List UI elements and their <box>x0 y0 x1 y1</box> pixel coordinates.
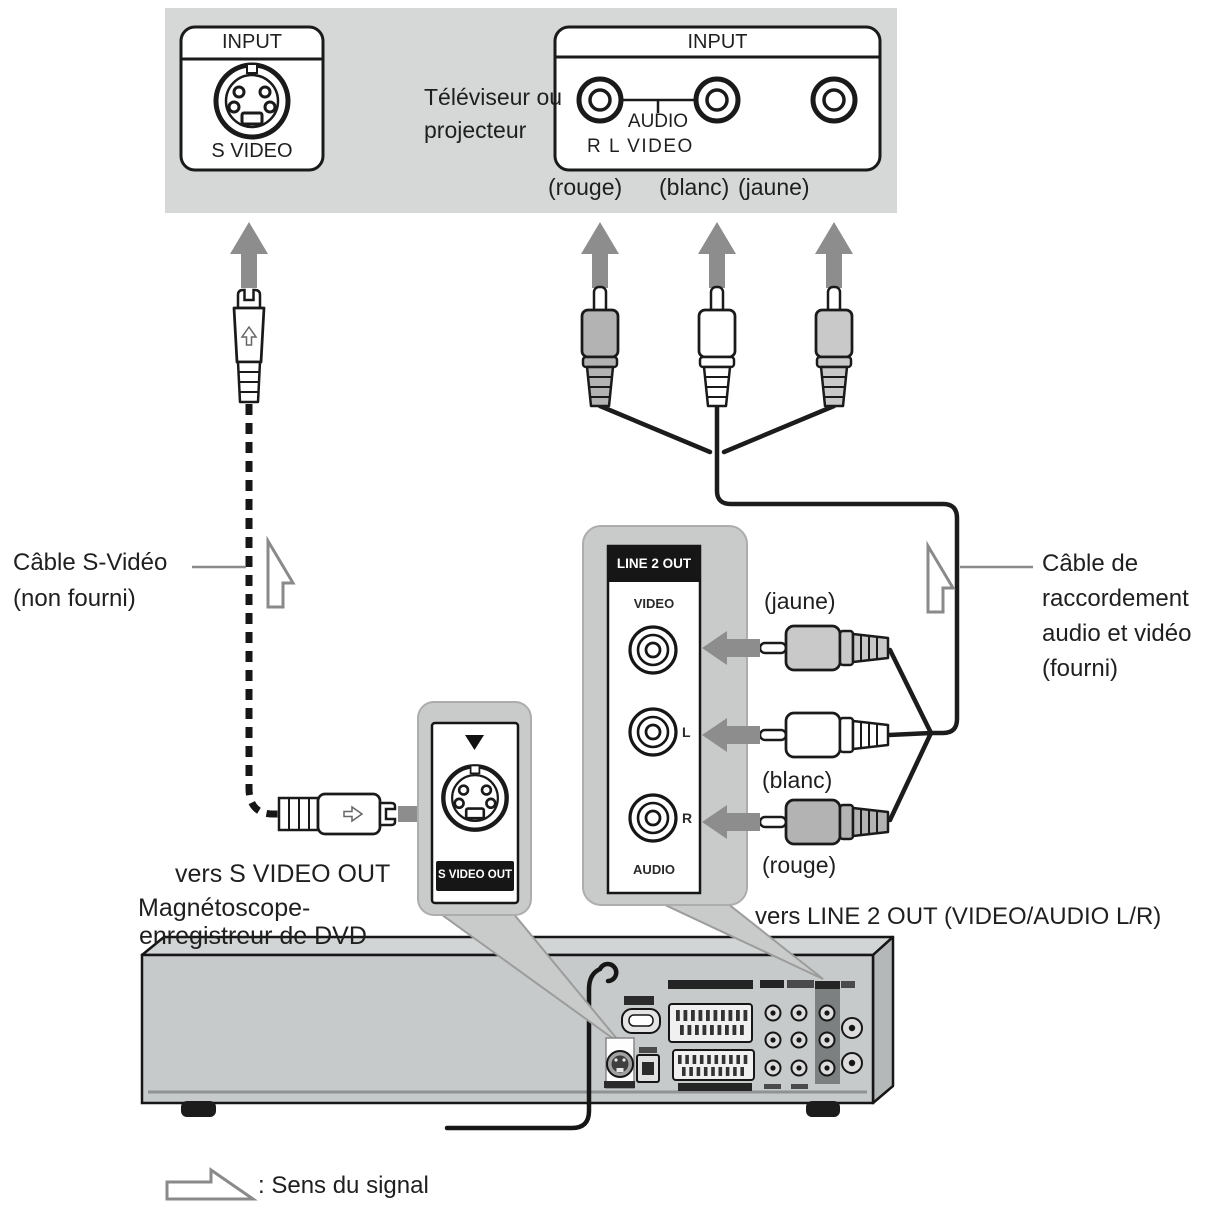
arrow-up-icon <box>230 222 268 288</box>
svideoout-jack-icon <box>443 765 506 829</box>
caption-to-svideo-out: vers S VIDEO OUT <box>175 860 391 888</box>
av-cable-label-line2: raccordement <box>1042 585 1189 612</box>
label-jaune-top: (jaune) <box>738 174 810 200</box>
label-jaune-plug: (jaune) <box>764 588 836 614</box>
rear-panel-rca <box>760 980 863 1089</box>
tv-av-header: INPUT <box>687 31 748 53</box>
arrow-left-icon <box>702 631 760 665</box>
svideoout-label: S VIDEO OUT <box>437 869 513 882</box>
line2out-jacks <box>628 625 678 843</box>
rear-panel-scart <box>668 980 755 1091</box>
tv-svideo-jack-icon <box>216 64 288 137</box>
arrow-up-icon <box>581 222 619 288</box>
rca-plug-red <box>580 285 620 408</box>
legend-text: : Sens du signal <box>258 1172 429 1199</box>
label-blanc-top: (blanc) <box>659 174 730 200</box>
svideo-plug-tip <box>378 801 397 827</box>
jack-arrows-left <box>702 631 760 839</box>
line2out-audio-label: AUDIO <box>633 862 675 877</box>
label-rouge-plug: (rouge) <box>762 852 837 878</box>
svideo-plug-tip <box>236 288 262 310</box>
rear-panel-highlight <box>604 1037 635 1089</box>
arrow-left-icon <box>702 805 760 839</box>
arrow-left-icon <box>702 718 760 752</box>
rca-plug-yellow <box>814 285 854 408</box>
rca-plug-yellow <box>758 624 890 672</box>
rca-plug-white <box>758 711 890 759</box>
av-cable-wires <box>597 403 960 823</box>
signal-direction-arrow-icon <box>926 540 956 614</box>
tv-panel <box>165 8 897 213</box>
tv-svideo-header: INPUT <box>222 31 282 53</box>
caption-recorder-line1: Magnétoscope- <box>138 894 311 922</box>
av-cable-label-line3: audio et vidéo <box>1042 620 1192 647</box>
av-plugs-recorder <box>758 624 890 846</box>
svideo-plug-horizontal <box>277 792 397 836</box>
signal-direction-arrow-icon <box>266 535 296 609</box>
svideoout-label-plate <box>436 861 514 891</box>
rca-plug-red <box>758 798 890 846</box>
label-blanc-plug: (blanc) <box>762 767 833 793</box>
line2out-panel <box>582 525 748 906</box>
tv-name-line2: projecteur <box>424 117 527 143</box>
tv-name-line1: Téléviseur ou <box>424 84 563 110</box>
av-cable-label-line4: (fourni) <box>1042 655 1119 682</box>
line2out-r-label: R <box>682 810 693 826</box>
signal-up-arrows <box>230 222 853 288</box>
caption-to-line2-out: vers LINE 2 OUT (VIDEO/AUDIO L/R) <box>755 903 1162 930</box>
triangle-down-icon <box>465 735 484 750</box>
svideo-cable-label-line1: Câble S-Vidéo <box>13 549 168 576</box>
svideo-cable-label-line2: (non fourni) <box>13 585 136 612</box>
caption-recorder-line2: enregistreur de DVD <box>139 922 367 950</box>
arrow-up-icon <box>698 222 736 288</box>
scart-port <box>668 1003 753 1043</box>
tv-av-rlvideo-label: R L VIDEO <box>587 136 694 157</box>
tv-svideo-label: S VIDEO <box>211 140 293 162</box>
rca-jack-grid <box>764 1004 863 1089</box>
line2out-l-label: L <box>682 724 691 740</box>
device-foot <box>181 1101 216 1117</box>
tv-av-audio-label: AUDIO <box>627 111 689 132</box>
routed-cable <box>444 961 619 1131</box>
av-plugs-top <box>580 285 854 408</box>
line2out-header-plate <box>608 546 700 582</box>
signal-direction-arrow-icon <box>165 1167 258 1201</box>
rear-panel-left <box>621 996 661 1083</box>
svideo-cable <box>232 288 279 818</box>
rca-plug-white <box>697 285 737 408</box>
device-foot <box>806 1101 840 1117</box>
recorder-device <box>140 935 895 1131</box>
tv-av-jacks <box>576 76 858 124</box>
arrow-up-icon <box>815 222 853 288</box>
svideoout-panel <box>417 701 532 916</box>
av-cable-label-line1: Câble de <box>1042 550 1139 577</box>
line2out-video-label: VIDEO <box>633 596 675 611</box>
label-rouge-top: (rouge) <box>548 174 623 200</box>
line2out-header: LINE 2 OUT <box>616 556 692 572</box>
svideo-cable-dashed-line <box>245 404 279 818</box>
